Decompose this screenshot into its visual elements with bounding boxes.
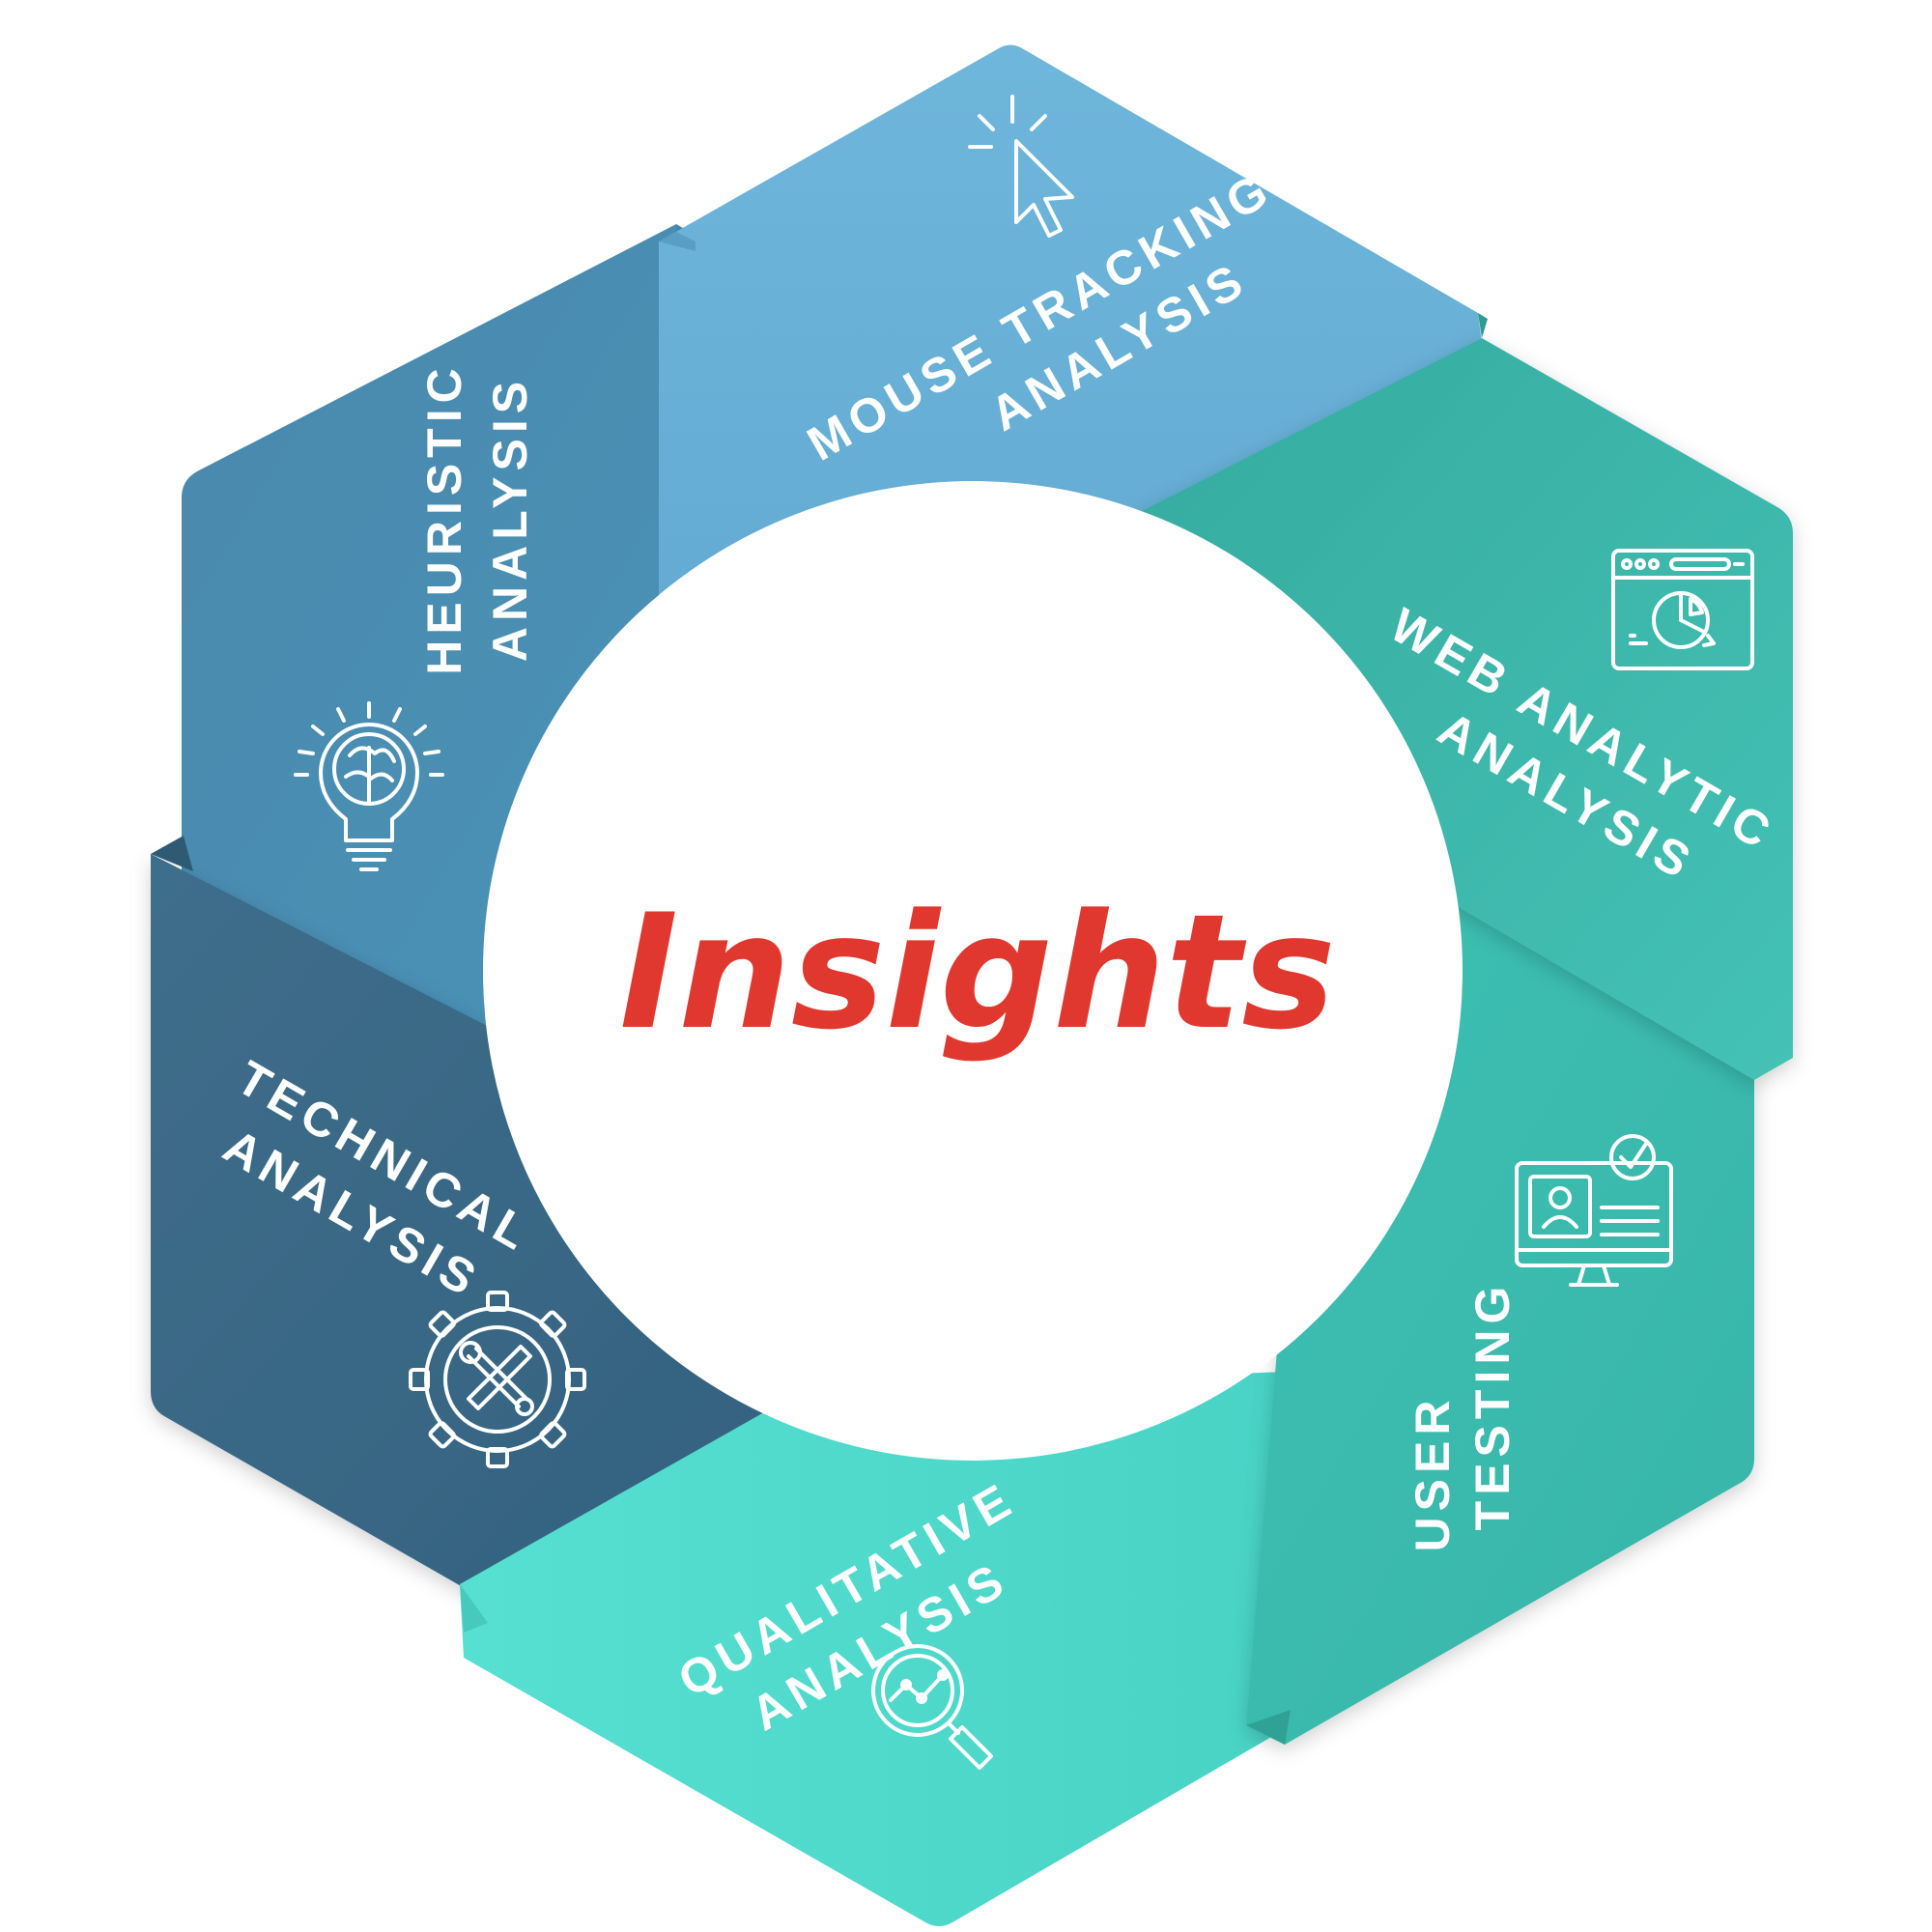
magnifier-chart-icon [871,1644,993,1770]
monitor-user-check-icon [1515,1134,1673,1287]
label-user-line1: USER [1406,1395,1460,1552]
center-circle [483,481,1463,1461]
label-heur-line1: HEURISTIC [417,362,471,674]
segment-web-analytic-analysis[interactable] [1140,313,1793,1080]
lightbulb-brain-icon [294,701,444,871]
gear-tools-icon [409,1291,586,1468]
segment-qualitative-analysis[interactable] [460,1372,1285,1926]
label-user-line2: TESTING [1465,1281,1520,1531]
cursor-click-icon [968,95,1074,238]
center-title: Insights [619,880,1336,1065]
segment-qualitative-shape [460,1372,1285,1926]
label-heur-line2: ANALYSIS [483,376,537,662]
browser-chart-icon [1611,549,1754,670]
segment-technical-shape [151,854,802,1599]
segment-technical-analysis[interactable] [151,836,802,1599]
segment-web-shape [1140,338,1793,1080]
